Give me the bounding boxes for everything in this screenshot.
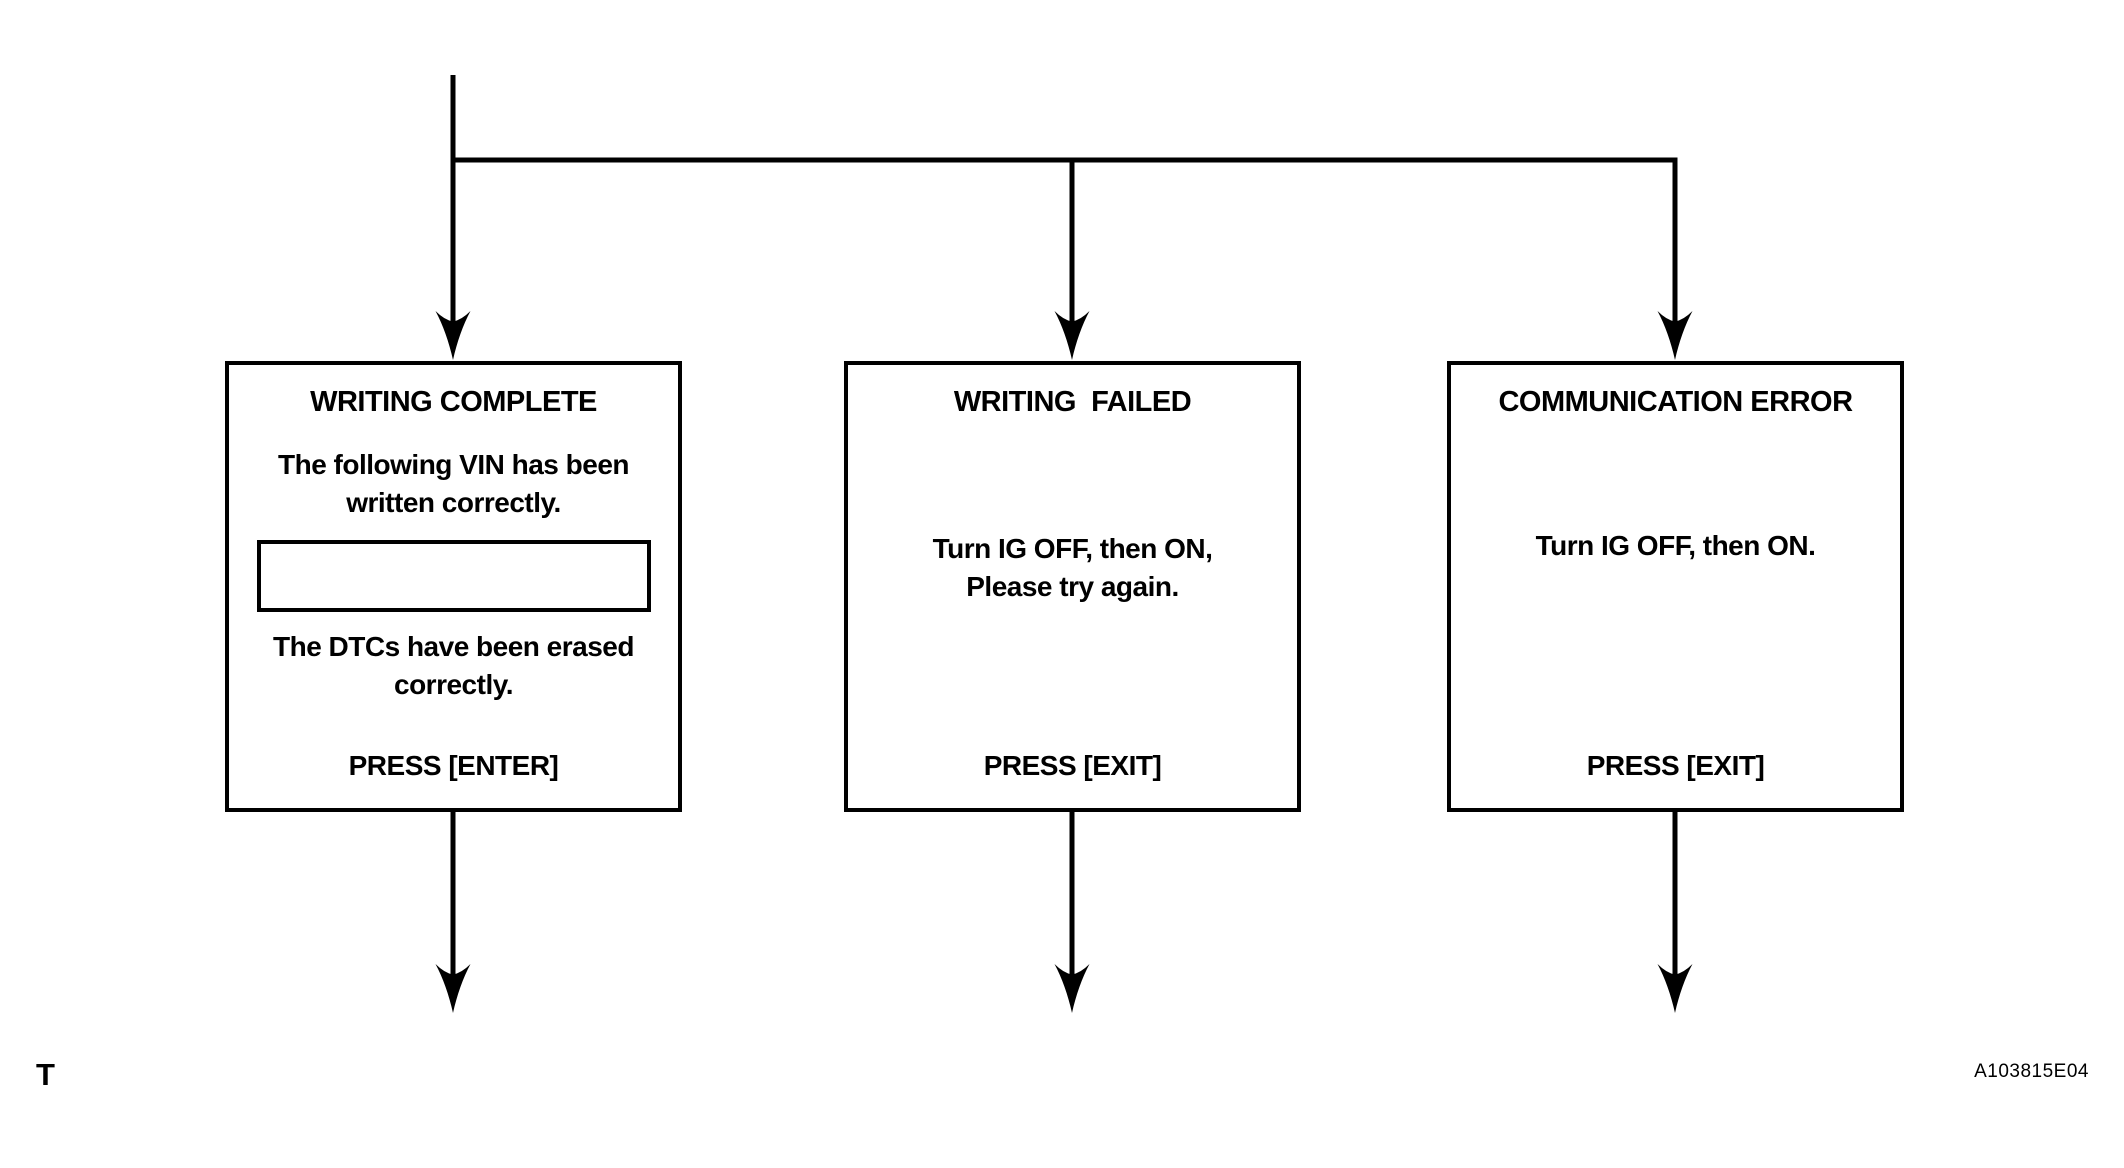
box-title: WRITING COMPLETE (310, 386, 597, 418)
screen-box-communication-error: COMMUNICATION ERROR Turn IG OFF, then ON… (1447, 361, 1904, 812)
box-message: The following VIN has been written corre… (277, 449, 630, 518)
screen-box-writing-failed: WRITING FAILED Turn IG OFF, then ON, Ple… (844, 361, 1301, 812)
figure-code: A103815E04 (1974, 1061, 2089, 1082)
screen-box-writing-complete: WRITING COMPLETE The following VIN has b… (225, 361, 682, 812)
box-message: Turn IG OFF, then ON, Please try again. (932, 533, 1213, 602)
box-message: Turn IG OFF, then ON. (1535, 530, 1816, 561)
page-marker: T (36, 1057, 55, 1092)
vin-field (256, 540, 651, 612)
press-instruction: PRESS [ENTER] (348, 750, 559, 781)
box-message: The DTCs have been erased correctly. (273, 631, 634, 700)
press-instruction: PRESS [EXIT] (1586, 750, 1765, 781)
box-title: WRITING FAILED (953, 386, 1192, 418)
box-title: COMMUNICATION ERROR (1498, 386, 1853, 418)
press-instruction: PRESS [EXIT] (983, 750, 1162, 781)
